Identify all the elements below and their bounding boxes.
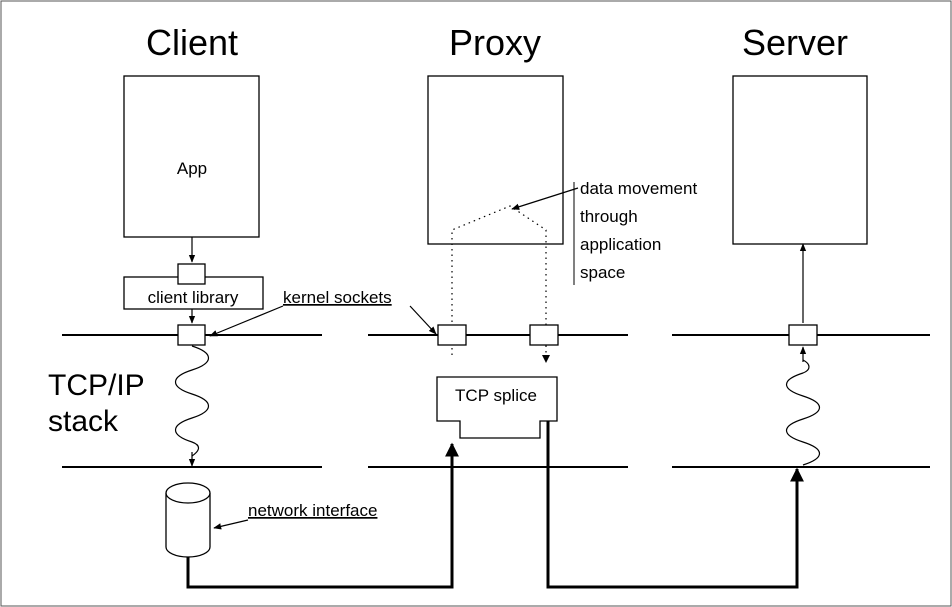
network-interface-pointer: [213, 519, 249, 530]
proxy-to-server-network-path: [546, 421, 804, 589]
client-to-proxy-network-path: [186, 442, 459, 589]
kernel-sockets-pointer-proxy: [409, 305, 437, 335]
data-movement-label-2: through: [580, 207, 638, 226]
server-kernel-socket: [788, 324, 818, 346]
tcp-splice-label: TCP splice: [455, 386, 537, 405]
application-space-path: [451, 205, 547, 355]
data-movement-label-3: application: [580, 235, 661, 254]
client-kernel-socket: [177, 324, 206, 346]
proxy-app-box: [427, 75, 564, 245]
client-library-label: client library: [148, 288, 239, 307]
data-movement-label-4: space: [580, 263, 625, 282]
kernel-sockets-pointer-client: [209, 305, 284, 337]
kernel-sockets-label: kernel sockets: [283, 288, 392, 307]
app-label: App: [177, 159, 207, 178]
client-stack-wave: [174, 345, 210, 457]
server-stack-wave: [785, 359, 821, 466]
server-heading: Server: [742, 22, 848, 63]
data-movement-label-1: data movement: [580, 179, 697, 198]
tcp-splice-box: [436, 376, 558, 439]
data-movement-pointer: [511, 187, 579, 210]
client-app-box: [123, 75, 260, 238]
proxy-heading: Proxy: [449, 22, 541, 63]
network-interface-label: network interface: [248, 501, 377, 520]
server-app-box: [732, 75, 868, 245]
client-heading: Client: [146, 22, 238, 63]
proxy-kernel-socket-in: [437, 324, 467, 346]
network-interface-cylinder: [165, 482, 211, 558]
proxy-kernel-socket-out: [529, 324, 559, 346]
stack-label: stack: [48, 405, 119, 438]
tcpip-label: TCP/IP: [48, 369, 145, 402]
library-port: [177, 263, 206, 285]
application-space-arrowhead: [542, 355, 550, 363]
